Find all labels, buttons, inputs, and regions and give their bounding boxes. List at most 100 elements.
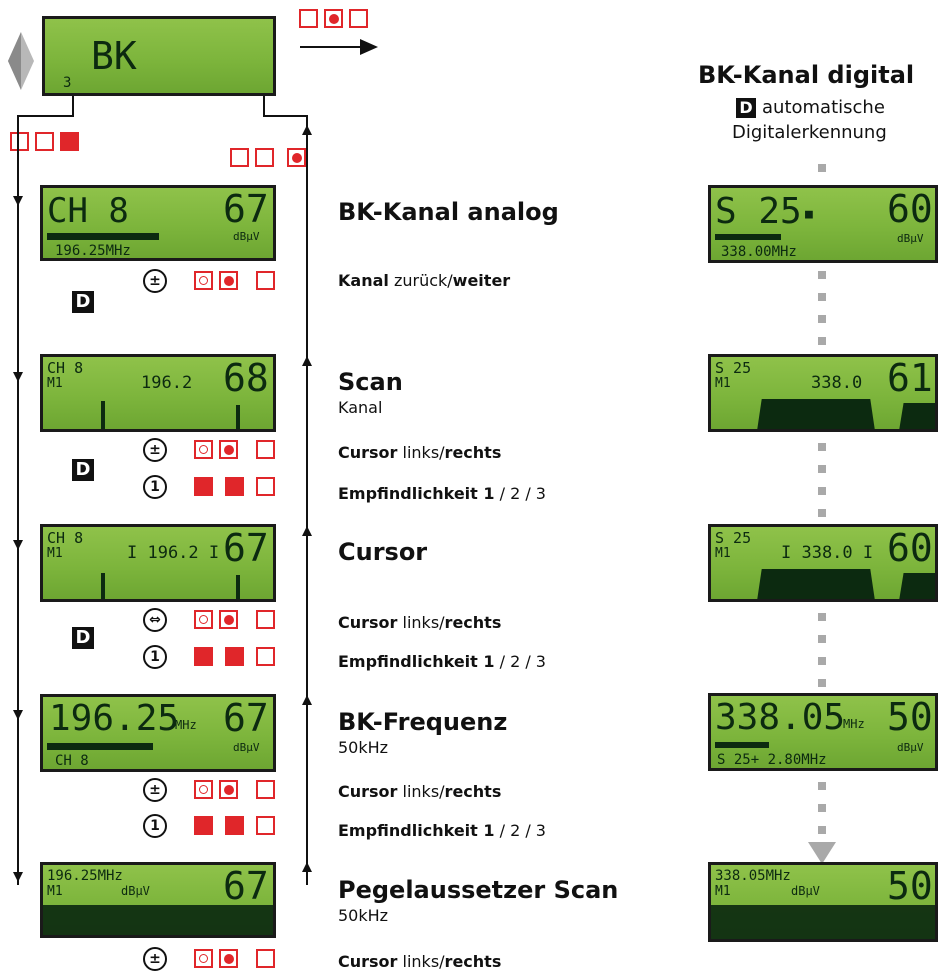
level-value: 61 <box>887 356 933 400</box>
marker-label: M1 <box>715 376 731 391</box>
unit-label: dBµV <box>233 741 260 754</box>
button-1[interactable] <box>230 148 249 167</box>
flow-line-left <box>17 115 19 885</box>
level-dropout-display: 196.25MHz M1 dBµV 67 <box>40 862 276 938</box>
button-3[interactable] <box>256 610 275 629</box>
marker-label: M1 <box>47 884 63 899</box>
button-2[interactable] <box>255 148 274 167</box>
button-1[interactable] <box>194 816 213 835</box>
button-2[interactable] <box>219 949 238 968</box>
frequency-label: 338.00MHz <box>721 244 797 260</box>
up-arrow-icon <box>302 356 312 366</box>
frequency-label: 196.2 <box>141 373 193 393</box>
sensitivity-knob-icon[interactable]: 1 <box>143 814 167 838</box>
section-title: Pegelaussetzer Scan <box>338 876 619 904</box>
dotted-connector <box>818 509 826 517</box>
digital-badge-icon: D <box>736 98 756 118</box>
button-2[interactable] <box>219 440 238 459</box>
sensitivity-knob-icon[interactable]: 1 <box>143 475 167 499</box>
frequency-display: 196.25 MHz 67 dBµV CH 8 <box>40 694 276 772</box>
dotted-connector <box>818 164 826 172</box>
frequency-value: 196.25 <box>49 698 180 739</box>
bk-label: BK <box>91 34 137 78</box>
action-line: Cursor links/rechts <box>338 443 502 462</box>
button-3[interactable] <box>287 148 306 167</box>
level-bar <box>715 742 769 748</box>
button-2[interactable] <box>324 9 343 28</box>
button-2[interactable] <box>219 610 238 629</box>
button-3[interactable] <box>256 477 275 496</box>
button-3[interactable] <box>256 949 275 968</box>
button-2[interactable] <box>35 132 54 151</box>
connector <box>72 96 74 116</box>
channel-label: S 25 <box>715 191 802 232</box>
dotted-connector <box>818 804 826 812</box>
button-3[interactable] <box>256 440 275 459</box>
level-value: 60 <box>887 187 933 231</box>
frequency-label: 196.25MHz <box>47 868 123 884</box>
cursor-knob-icon[interactable]: ⇔ <box>143 608 167 632</box>
frequency-label: I 338.0 I <box>781 543 874 563</box>
plus-minus-knob-icon[interactable]: ± <box>143 438 167 462</box>
down-arrow-icon <box>13 872 23 882</box>
unit-label: dBµV <box>897 741 924 754</box>
frequency-label: 196.25MHz <box>55 243 131 259</box>
level-value: 67 <box>223 696 269 740</box>
plus-minus-knob-icon[interactable]: ± <box>143 947 167 971</box>
button-1[interactable] <box>299 9 318 28</box>
button-1[interactable] <box>194 780 213 799</box>
right-arrow-icon <box>360 39 378 55</box>
spectrum-block <box>899 573 935 599</box>
level-bar <box>47 743 153 750</box>
button-1[interactable] <box>194 610 213 629</box>
button-3[interactable] <box>60 132 79 151</box>
bk-sub-label: 3 <box>63 75 72 91</box>
dotted-connector <box>818 487 826 495</box>
button-1[interactable] <box>194 440 213 459</box>
action-line: Kanal zurück/weiter <box>338 271 511 290</box>
button-2[interactable] <box>219 780 238 799</box>
up-arrow-icon <box>302 125 312 135</box>
down-arrow-icon <box>13 540 23 550</box>
level-history-block <box>43 905 273 935</box>
button-2[interactable] <box>225 477 244 496</box>
dotted-connector <box>818 271 826 279</box>
button-3[interactable] <box>256 647 275 666</box>
button-3[interactable] <box>256 816 275 835</box>
plus-minus-knob-icon[interactable]: ± <box>143 778 167 802</box>
plus-minus-knob-icon[interactable]: ± <box>143 269 167 293</box>
unit-label: dBµV <box>791 884 820 898</box>
button-1[interactable] <box>194 477 213 496</box>
button-1[interactable] <box>10 132 29 151</box>
grey-down-arrow-icon <box>808 842 836 864</box>
button-3[interactable] <box>349 9 368 28</box>
button-1[interactable] <box>194 271 213 290</box>
section-title: BK-Kanal analog <box>338 198 559 226</box>
button-1[interactable] <box>194 647 213 666</box>
spectrum-block <box>757 399 875 429</box>
button-2[interactable] <box>219 271 238 290</box>
dotted-connector <box>818 826 826 834</box>
dotted-connector <box>818 315 826 323</box>
action-line: Cursor links/rechts <box>338 613 502 632</box>
level-value: 67 <box>223 526 269 570</box>
dotted-connector <box>818 293 826 301</box>
button-2[interactable] <box>225 816 244 835</box>
spectrum-peak <box>101 401 105 429</box>
button-3[interactable] <box>256 271 275 290</box>
spectrum-peak <box>236 405 240 429</box>
section-subtitle: 50kHz <box>338 906 389 925</box>
up-arrow-icon <box>302 695 312 705</box>
sensitivity-knob-icon[interactable]: 1 <box>143 645 167 669</box>
button-2[interactable] <box>225 647 244 666</box>
level-value: 50 <box>887 695 933 739</box>
dotted-connector <box>818 679 826 687</box>
diamond-nav-icon[interactable] <box>8 32 34 94</box>
auto-line-2: Digitalerkennung <box>732 122 887 143</box>
digital-title: BK-Kanal digital <box>698 61 915 89</box>
level-value: 67 <box>223 864 269 908</box>
action-line: Empfindlichkeit 1 / 2 / 3 <box>338 484 546 503</box>
channel-label: S 25 <box>715 529 752 547</box>
button-1[interactable] <box>194 949 213 968</box>
button-3[interactable] <box>256 780 275 799</box>
